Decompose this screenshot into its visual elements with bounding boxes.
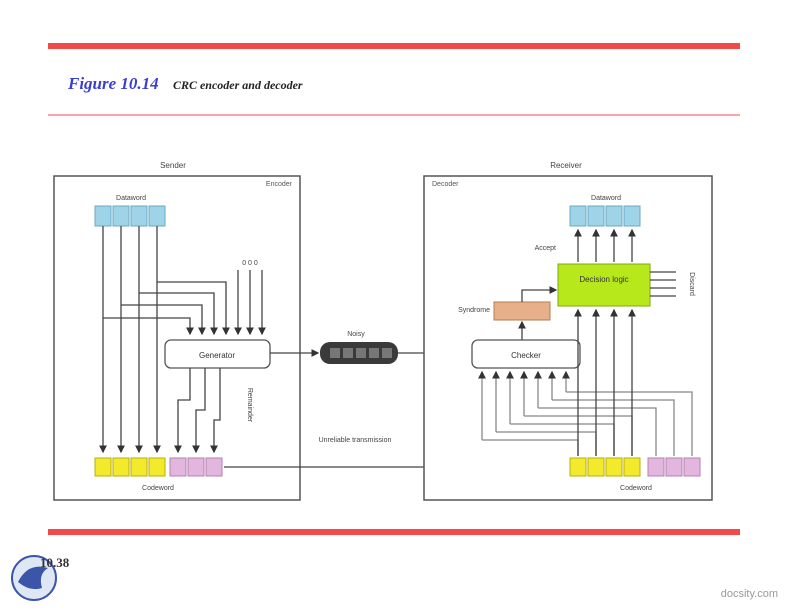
decision-logic-box	[557, 263, 651, 307]
discard-label: Discard	[688, 272, 695, 296]
figure-label: Figure 10.14	[68, 74, 159, 93]
title-underline-rule	[48, 114, 740, 116]
decoder-label: Decoder	[432, 181, 459, 188]
decoder-box	[423, 175, 713, 501]
sender-title: Sender	[160, 161, 186, 170]
checker-label: Checker	[511, 351, 541, 360]
decision-input-lines	[574, 308, 636, 456]
encoder-box	[53, 175, 301, 501]
bottom-accent-rule	[48, 529, 740, 535]
page-number: 10.38	[40, 555, 70, 570]
top-accent-rule	[48, 43, 740, 49]
sender-data-lines	[99, 226, 266, 454]
receiver-codeword-bits	[569, 457, 701, 477]
figure-title: Figure 10.14 CRC encoder and decoder	[68, 74, 303, 94]
zero-bits-label: 0 0 0	[242, 260, 258, 267]
sender-codeword-label: Codeword	[142, 485, 174, 492]
figure-caption: CRC encoder and decoder	[172, 78, 303, 92]
sender-codeword-bits	[94, 457, 223, 477]
noisy-channel-bits	[330, 348, 392, 358]
sender-dataword-bits	[94, 205, 166, 227]
receiver-dataword-bits	[569, 205, 641, 227]
encoder-label: Encoder	[266, 181, 293, 188]
generator-label: Generator	[199, 351, 235, 360]
accept-label: Accept	[535, 245, 556, 252]
generator-box	[164, 339, 271, 369]
syndrome-label: Syndrome	[458, 307, 490, 314]
receiver-title: Receiver	[550, 161, 582, 170]
watermark: docsity.com	[720, 588, 778, 600]
sender-dataword-label: Dataword	[116, 195, 146, 202]
unreliable-label: Unreliable transmission	[319, 437, 392, 444]
decision-logic-label: Decision logic	[579, 275, 628, 284]
remainder-label: Remainder	[246, 388, 253, 423]
syndrome-bits	[493, 301, 551, 321]
publisher-logo	[11, 555, 57, 601]
discard-lines	[650, 271, 676, 297]
receiver-codeword-label: Codeword	[620, 485, 652, 492]
noisy-label: Noisy	[347, 331, 365, 338]
remainder-lines	[174, 368, 221, 454]
checker-box	[471, 339, 581, 369]
receiver-dataword-label: Dataword	[591, 195, 621, 202]
receiver-output-lines	[574, 228, 636, 262]
